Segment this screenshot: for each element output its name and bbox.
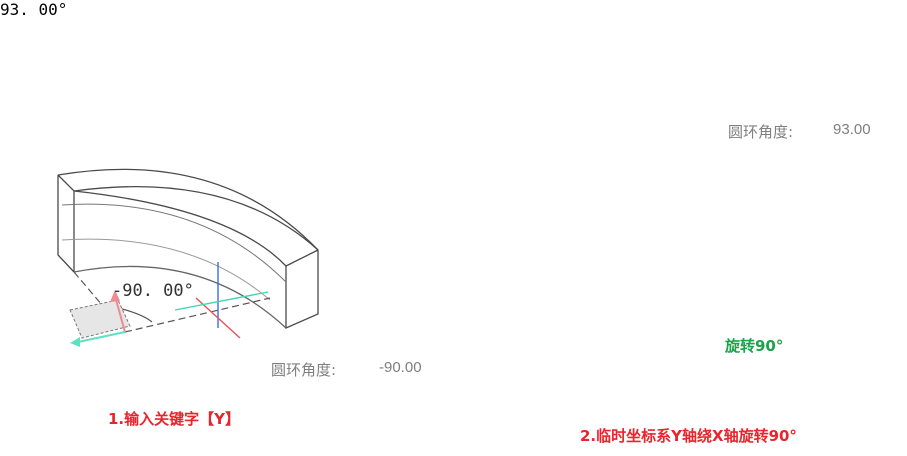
angle-dimension-text-left: -90. 00° — [112, 281, 194, 301]
cursor-crosshair-left — [174, 262, 269, 339]
torus-angle-value-left: -90.00 — [379, 359, 422, 376]
torus-angle-label-right: 圆环角度: — [728, 123, 794, 141]
angle-dimension-text-right: 93. 00° — [0, 0, 68, 19]
torus-segment-model — [57, 168, 319, 329]
caption-step-2: 2.临时坐标系Y轴绕X轴旋转90° — [580, 427, 797, 445]
temp-ucs-plane — [69, 299, 131, 339]
rotation-label: 旋转90° — [725, 337, 784, 355]
torus-angle-label-left: 圆环角度: — [271, 361, 337, 379]
torus-angle-value-right: 93.00 — [833, 121, 871, 138]
ucs-icon-left — [70, 290, 126, 347]
caption-step-1: 1.输入关键字【Y】 — [108, 410, 240, 428]
